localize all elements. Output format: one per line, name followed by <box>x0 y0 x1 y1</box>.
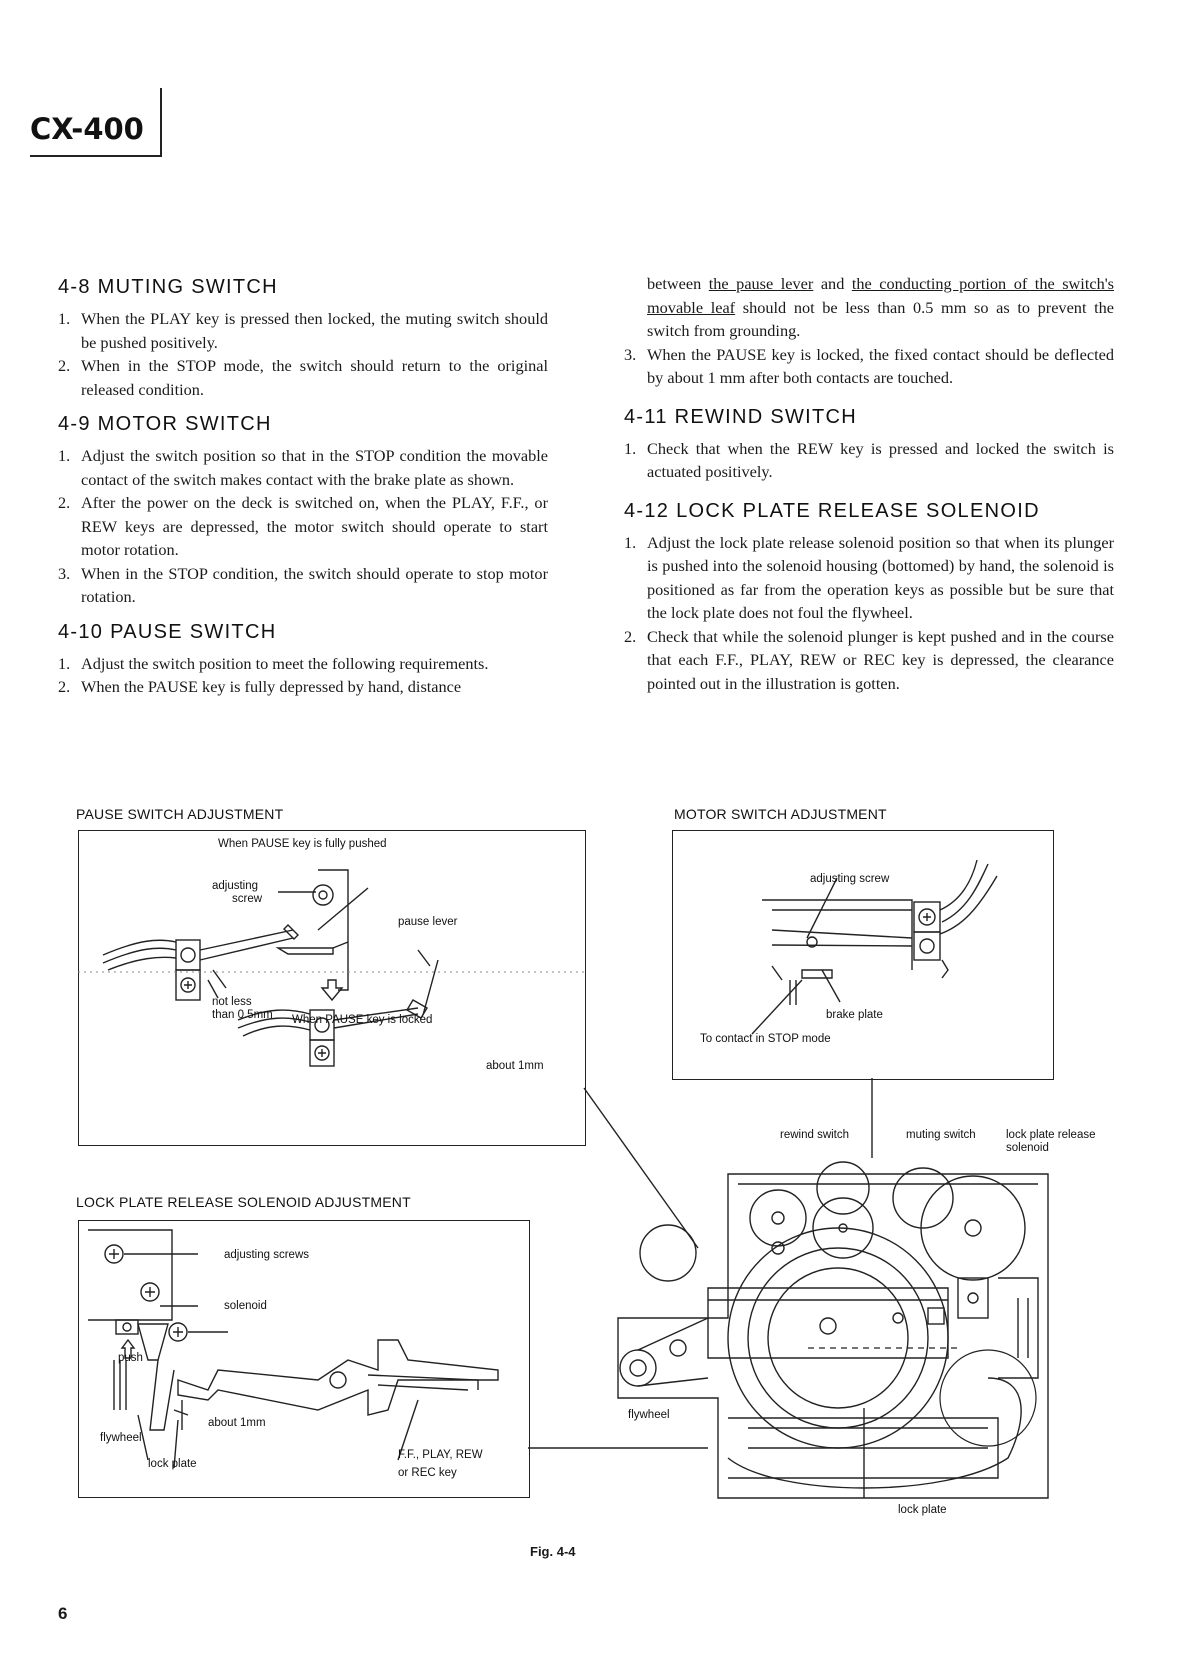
motor-figure-box <box>672 830 1054 1080</box>
mechanism-drawing <box>528 1078 1049 1499</box>
section-4-9-list: 1.Adjust the switch position so that in … <box>58 444 548 609</box>
pause-label-lever: pause lever <box>398 916 458 928</box>
motor-figure-heading: MOTOR SWITCH ADJUSTMENT <box>674 806 887 822</box>
pause-label-than: than 0.5mm <box>212 1009 273 1021</box>
continuation-paragraph: between the pause lever and the conducti… <box>647 274 1115 340</box>
lock-label-flywheel: flywheel <box>100 1432 142 1444</box>
lock-figure-box <box>78 1220 530 1498</box>
list-item: 1.When the PLAY key is pressed then lock… <box>58 309 548 352</box>
lock-figure-drawing <box>88 1229 499 1469</box>
pause-label-locked: When PAUSE key is locked <box>292 1014 433 1026</box>
motor-label-brake-plate: brake plate <box>826 1009 883 1021</box>
section-4-8-list: 1.When the PLAY key is pressed then lock… <box>58 307 548 401</box>
pause-label-about: about 1mm <box>486 1060 544 1072</box>
list-item: 3.When in the STOP condition, the switch… <box>58 563 548 607</box>
section-4-11-title: 4-11 REWIND SWITCH <box>624 405 858 428</box>
pause-label-adjusting: adjusting <box>212 880 259 892</box>
main-label-flywheel: flywheel <box>628 1409 670 1421</box>
lock-label-about: about 1mm <box>208 1417 266 1429</box>
pause-figure-box <box>78 830 586 1146</box>
pause-figure-drawing <box>78 869 586 1067</box>
header-rule-horizontal <box>30 155 162 157</box>
list-item: 1.Adjust the switch position to meet the… <box>58 653 489 673</box>
motor-label-adjusting-screw: adjusting screw <box>810 873 890 885</box>
section-4-12-list: 1.Adjust the lock plate release solenoid… <box>624 531 1114 696</box>
section-4-10-list: 1.Adjust the switch position to meet the… <box>58 652 548 699</box>
pause-label-not-less: not less <box>212 996 252 1008</box>
list-item: 2.After the power on the deck is switche… <box>58 493 548 559</box>
main-label-rewind-switch: rewind switch <box>780 1129 850 1141</box>
list-item: 3.When the PAUSE key is locked, the fixe… <box>624 344 1114 388</box>
lock-label-lock-plate: lock plate <box>148 1458 197 1470</box>
lock-label-keys-1: F.F., PLAY, REW <box>398 1449 483 1461</box>
section-4-10-title: 4-10 PAUSE SWITCH <box>58 620 277 643</box>
pause-label-top: When PAUSE key is fully pushed <box>218 838 387 850</box>
left-column: 4-8 MUTING SWITCH 1.When the PLAY key is… <box>58 276 548 699</box>
lock-label-adjusting-screws: adjusting screws <box>224 1249 310 1261</box>
motor-figure-drawing <box>751 859 998 1035</box>
main-label-lock-plate: lock plate <box>898 1504 947 1516</box>
list-item: 2.When in the STOP mode, the switch shou… <box>58 356 548 399</box>
pause-label-screw: screw <box>232 893 263 905</box>
figure-caption: Fig. 4-4 <box>530 1544 576 1559</box>
list-item: 2.Check that while the solenoid plunger … <box>624 626 1114 693</box>
header-rule-vertical <box>160 88 162 156</box>
list-item: 1.Adjust the switch position so that in … <box>58 446 548 489</box>
list-item: 2.When the PAUSE key is fully depressed … <box>58 677 462 696</box>
list-item: 1.Check that when the REW key is pressed… <box>624 438 1114 482</box>
section-4-12-title: 4-12 LOCK PLATE RELEASE SOLENOID <box>624 499 1040 522</box>
main-label-solenoid: solenoid <box>1006 1142 1049 1154</box>
model-name: CX-400 <box>30 112 144 146</box>
list-item: 1.Adjust the lock plate release solenoid… <box>624 532 1114 623</box>
section-4-10-list-cont: 3.When the PAUSE key is locked, the fixe… <box>624 343 1114 390</box>
lock-label-solenoid: solenoid <box>224 1300 267 1312</box>
main-label-lock-plate-release: lock plate release <box>1006 1129 1096 1141</box>
page-number: 6 <box>58 1604 68 1623</box>
section-4-11-list: 1.Check that when the REW key is pressed… <box>624 437 1114 484</box>
right-column: between the pause lever and the conducti… <box>624 272 1114 695</box>
section-4-8-title: 4-8 MUTING SWITCH <box>58 276 278 298</box>
pause-figure-heading: PAUSE SWITCH ADJUSTMENT <box>76 806 284 822</box>
lock-label-keys-2: or REC key <box>398 1467 457 1479</box>
lock-label-push: push <box>118 1352 143 1364</box>
motor-label-to-contact: To contact in STOP mode <box>700 1033 831 1045</box>
main-label-muting-switch: muting switch <box>906 1129 976 1141</box>
section-4-9-title: 4-9 MOTOR SWITCH <box>58 413 272 435</box>
lock-figure-heading: LOCK PLATE RELEASE SOLENOID ADJUSTMENT <box>76 1194 411 1210</box>
